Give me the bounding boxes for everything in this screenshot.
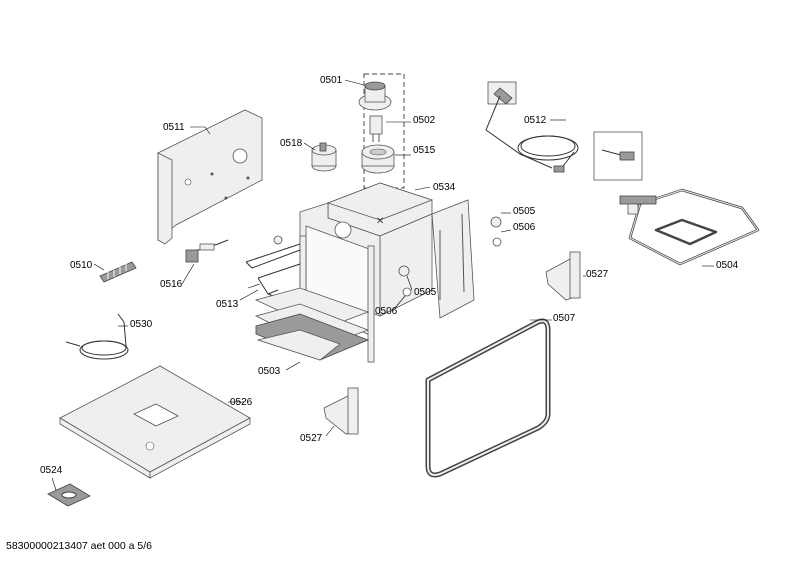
label-0512: 0512 <box>524 115 547 126</box>
part-0507-door-gasket[interactable] <box>425 318 551 478</box>
part-0530-power-cable[interactable] <box>65 313 129 360</box>
part-0503-bottom-tray[interactable] <box>254 287 370 361</box>
label-0524: 0524 <box>40 465 63 476</box>
part-0505-lamp-holder-right[interactable] <box>490 216 502 228</box>
label-0518: 0518 <box>280 138 303 149</box>
part-0527-hinge-bracket-upper[interactable] <box>545 251 581 301</box>
part-0504-grill-heater[interactable] <box>619 188 760 266</box>
part-0506-lamp-cover-center[interactable] <box>402 287 412 297</box>
label-0503: 0503 <box>258 366 281 377</box>
part-0515-fan-wheel[interactable] <box>361 144 395 174</box>
label-0505-center: 0505 <box>414 287 437 298</box>
part-0518-fan-motor[interactable] <box>311 142 337 172</box>
part-0501-switch[interactable] <box>358 81 392 111</box>
label-0516: 0516 <box>160 279 183 290</box>
part-0527-hinge-bracket-lower[interactable] <box>323 387 359 435</box>
document-id: 58300000213407 aet 000 a 5/6 <box>6 540 152 552</box>
label-0526: 0526 <box>230 397 253 408</box>
label-0513: 0513 <box>216 299 239 310</box>
part-0513-bottom-heater[interactable] <box>245 235 321 309</box>
part-0516-temperature-sensor[interactable] <box>185 239 229 263</box>
label-0515: 0515 <box>413 145 436 156</box>
part-0524-mounting-plate[interactable] <box>47 483 91 507</box>
label-0502: 0502 <box>413 115 436 126</box>
label-0534: 0534 <box>433 182 456 193</box>
label-0507: 0507 <box>553 313 576 324</box>
part-0506-lamp-cover-right[interactable] <box>492 237 502 247</box>
label-0506-center: 0506 <box>375 306 398 317</box>
label-0527-upper: 0527 <box>586 269 609 280</box>
label-0501: 0501 <box>320 75 343 86</box>
label-0506-right: 0506 <box>513 222 536 233</box>
part-0511-back-panel[interactable] <box>157 109 263 245</box>
label-0510: 0510 <box>70 260 93 271</box>
label-0527-lower: 0527 <box>300 433 323 444</box>
part-0505-lamp-holder-center[interactable] <box>398 265 410 277</box>
label-0505-right: 0505 <box>513 206 536 217</box>
svg-text:✕: ✕ <box>376 216 384 227</box>
part-0510-terminal-block[interactable] <box>99 261 137 283</box>
label-0504: 0504 <box>716 260 739 271</box>
label-0511: 0511 <box>163 122 185 133</box>
part-0512-temperature-probe[interactable] <box>485 87 579 173</box>
part-0502-connector[interactable] <box>369 115 383 142</box>
label-0530: 0530 <box>130 319 153 330</box>
part-0526-base-plate[interactable] <box>59 365 251 479</box>
